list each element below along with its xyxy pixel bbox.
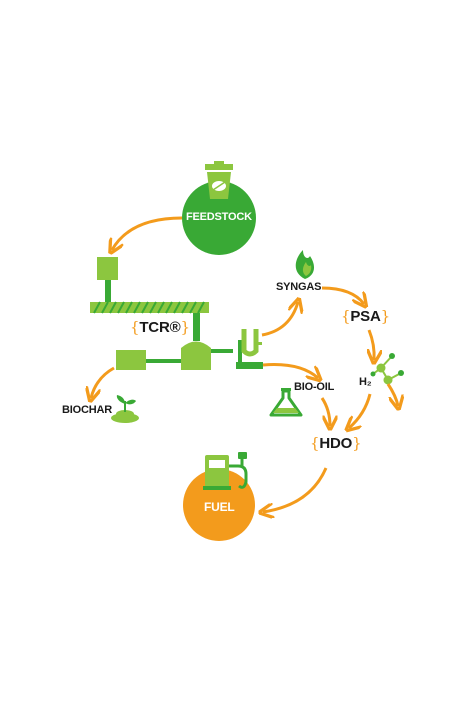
tcr-brace-close: } [180,318,190,336]
bio-oil-label: BIO-OIL [294,381,335,393]
tcr-label: {TCR®} [130,318,190,336]
syngas-label: SYNGAS [276,281,322,293]
flame-icon [295,250,315,279]
molecule-icon [370,353,404,385]
psa-text: PSA [350,308,381,325]
psa-brace-open: { [341,307,351,325]
recycle-bin-leaf-icon [205,161,233,199]
arrow-bio-oil-to-hdo [320,397,330,426]
feedstock-node [182,181,256,255]
h2-label: H₂ [359,376,372,388]
hdo-text: HDO [319,435,353,452]
screw-conveyor [90,301,209,314]
tcr-brace-open: { [130,318,140,336]
arrow-psa-to-h2 [369,329,374,360]
arrow-hdo-to-fuel [263,467,328,512]
fuel-pump-icon [203,452,248,490]
hopper [97,257,118,280]
separator [241,329,259,357]
tcr-text: TCR® [139,319,181,336]
sprout-icon [111,395,139,423]
arrow-tcr-to-biochar [91,366,115,398]
hdo-brace-open: { [310,434,320,452]
arrow-tcr-to-syngas [261,302,298,337]
biochar-label: BIOCHAR [62,404,112,416]
hdo-label: {HDO} [310,434,362,452]
feedstock-label: FEEDSTOCK [186,211,252,223]
reactor-vessel [181,341,211,370]
arrow-syngas-to-psa [321,286,364,304]
fuel-node [183,469,255,541]
psa-label: {PSA} [341,307,390,325]
flask-icon [269,388,303,417]
arrow-h2-to-hdo [349,393,372,428]
hdo-brace-close: } [352,434,362,452]
fuel-label: FUEL [204,500,235,514]
arrow-tcr-to-bio-oil [262,363,318,378]
psa-brace-close: } [380,307,391,325]
arrow-feedstock-to-tcr [112,216,183,250]
arrow-h2-side [386,383,398,406]
char-collector [116,350,146,370]
